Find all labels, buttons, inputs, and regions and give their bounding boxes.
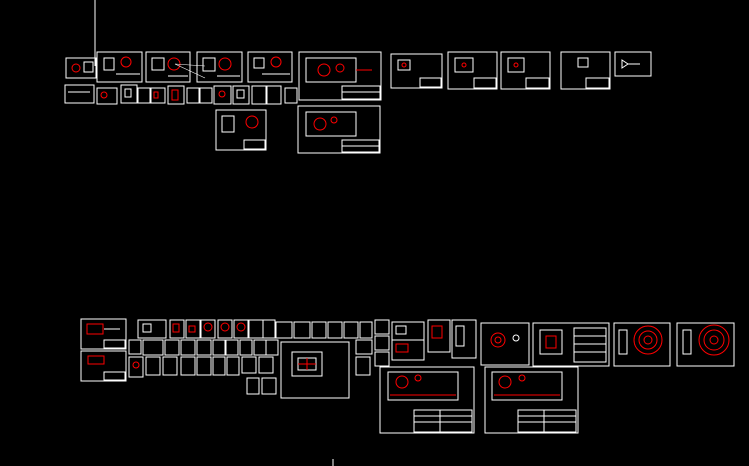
drawing-sheet-large[interactable] — [484, 366, 579, 434]
bottom-row-drawings — [80, 318, 735, 434]
drawing-sheet[interactable] — [196, 51, 243, 83]
drawing-sheet-small[interactable] — [233, 319, 249, 339]
drawing-sheet-small[interactable] — [374, 351, 390, 367]
drawing-sheet-small[interactable] — [169, 319, 185, 339]
drawing-sheet[interactable] — [247, 51, 293, 83]
drawing-sheet-small[interactable] — [251, 85, 267, 105]
drawing-sheet-small[interactable] — [261, 377, 277, 395]
drawing-sheet-small[interactable] — [137, 87, 151, 104]
drawing-sheet-small[interactable] — [186, 87, 200, 104]
drawing-sheet-small[interactable] — [217, 319, 233, 339]
drawing-sheet-small[interactable] — [293, 321, 311, 339]
drawing-sheet-small[interactable] — [162, 356, 178, 376]
drawing-sheet[interactable] — [614, 51, 652, 77]
drawing-sheet-small[interactable] — [239, 339, 253, 356]
drawing-sheet-small[interactable] — [262, 319, 276, 339]
drawing-sheet-small[interactable] — [200, 319, 216, 339]
drawing-sheet-small[interactable] — [225, 339, 239, 356]
drawing-sheet-small[interactable] — [284, 87, 298, 104]
drawing-sheet-small[interactable] — [246, 377, 260, 395]
drawing-sheet-small[interactable] — [196, 339, 212, 356]
drawing-sheet-small[interactable] — [213, 85, 232, 105]
drawing-sheet-large[interactable] — [280, 341, 350, 399]
drawing-sheet-small[interactable] — [150, 87, 166, 104]
drawing-sheet-small[interactable] — [145, 356, 161, 376]
drawing-sheet-small[interactable] — [355, 339, 373, 355]
drawing-sheet-small[interactable] — [180, 356, 196, 376]
drawing-sheet[interactable] — [613, 322, 671, 367]
drawing-sheet-small[interactable] — [253, 339, 267, 356]
drawing-sheet[interactable] — [80, 350, 127, 382]
drawing-sheet[interactable] — [215, 109, 267, 151]
drawing-sheet[interactable] — [451, 319, 477, 359]
drawing-sheet-small[interactable] — [359, 321, 373, 339]
drawing-sheet-small[interactable] — [241, 356, 257, 374]
drawing-sheet-small[interactable] — [327, 321, 343, 339]
drawing-sheet-small[interactable] — [180, 339, 196, 356]
drawing-sheet-large[interactable] — [297, 105, 381, 154]
top-row-drawings — [64, 51, 652, 154]
drawing-sheet-small[interactable] — [128, 339, 142, 355]
drawing-sheet[interactable] — [391, 321, 425, 341]
drawing-sheet[interactable] — [500, 51, 551, 90]
drawing-sheet-large[interactable] — [379, 366, 475, 434]
drawing-sheet-small[interactable] — [265, 339, 279, 356]
drawing-sheet-small[interactable] — [266, 85, 282, 105]
drawing-sheet[interactable] — [480, 322, 530, 366]
drawing-sheet[interactable] — [676, 322, 735, 367]
drawing-sheet-small[interactable] — [96, 87, 118, 105]
drawing-sheet-small[interactable] — [248, 319, 264, 339]
drawing-sheet-small[interactable] — [311, 321, 327, 339]
drawing-sheet-small[interactable] — [374, 335, 390, 351]
drawing-sheet-small[interactable] — [196, 356, 212, 376]
drawing-sheet-small[interactable] — [142, 339, 164, 356]
drawing-sheet-small[interactable] — [355, 356, 371, 376]
drawing-sheet-small[interactable] — [137, 319, 167, 339]
drawing-sheet[interactable] — [427, 319, 451, 353]
drawing-sheet[interactable] — [65, 57, 97, 79]
drawing-sheet-small[interactable] — [164, 339, 180, 356]
drawing-sheet-large[interactable] — [298, 51, 382, 101]
drawing-sheet-small[interactable] — [275, 321, 293, 339]
drawing-sheet[interactable] — [96, 51, 143, 83]
drawing-sheet-small[interactable] — [343, 321, 359, 339]
drawing-sheet[interactable] — [145, 51, 191, 83]
drawing-sheet-small[interactable] — [232, 85, 250, 105]
drawing-sheet[interactable] — [391, 339, 425, 361]
drawing-sheet-small[interactable] — [64, 84, 95, 104]
drawing-sheet-small[interactable] — [258, 356, 274, 374]
drawing-sheet-small[interactable] — [226, 356, 240, 376]
drawing-sheet[interactable] — [447, 51, 498, 90]
drawing-sheet[interactable] — [390, 53, 443, 89]
drawing-sheet[interactable] — [560, 51, 611, 90]
drawing-sheet-small[interactable] — [374, 319, 390, 335]
drawing-sheet-small[interactable] — [212, 339, 226, 356]
drawing-sheet-small[interactable] — [128, 356, 144, 378]
drawing-sheet[interactable] — [80, 318, 127, 350]
drawing-sheet-small[interactable] — [185, 319, 201, 339]
drawing-sheet-small[interactable] — [212, 356, 226, 376]
drawing-sheet-small[interactable] — [120, 84, 138, 104]
drawing-sheet-small[interactable] — [167, 85, 185, 105]
drawing-sheet[interactable] — [532, 322, 610, 367]
drawing-sheet-small[interactable] — [199, 87, 213, 104]
